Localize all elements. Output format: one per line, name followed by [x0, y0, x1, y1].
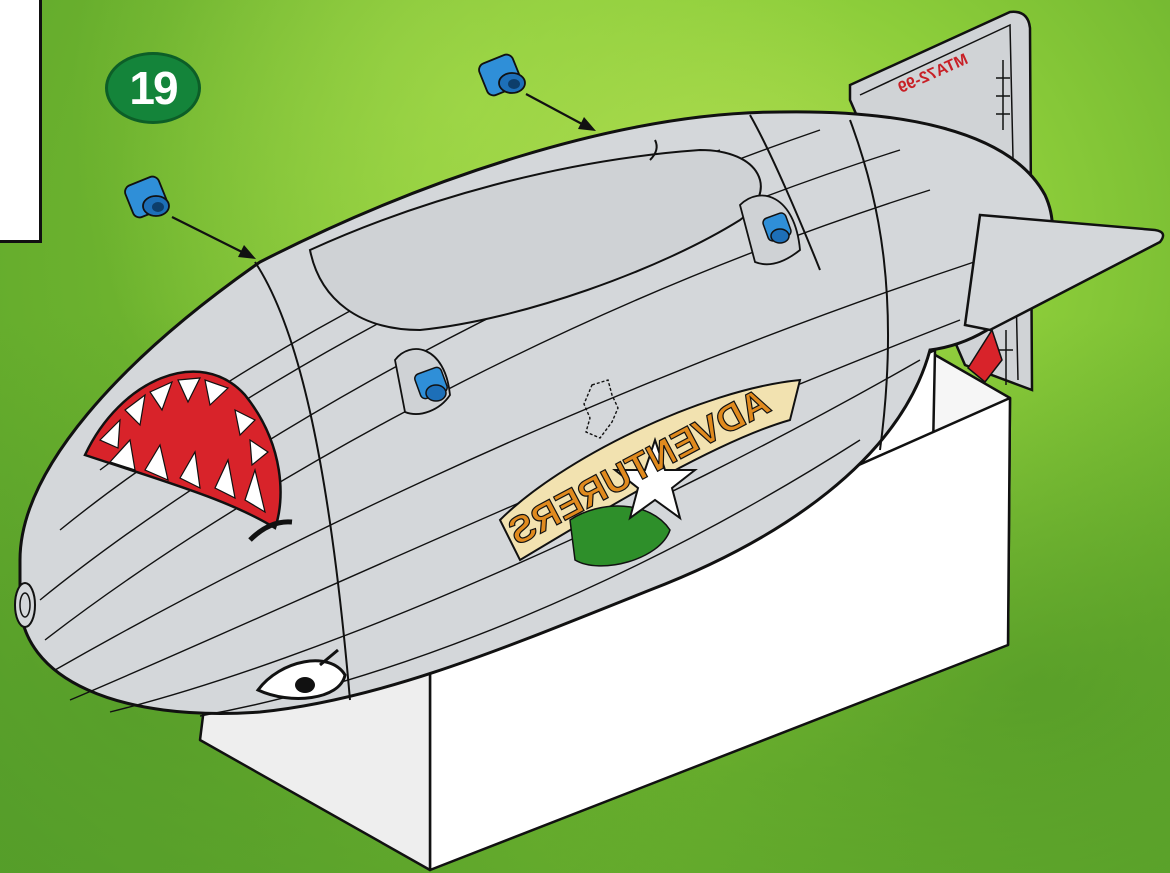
side-stabilizer [963, 213, 1165, 332]
step-number: 19 [129, 62, 178, 114]
new-part-right [478, 53, 526, 97]
new-part-left [124, 175, 170, 219]
hatch-outline [583, 379, 619, 439]
shark-mouth-decal [83, 370, 293, 542]
insert-arrow-right [525, 93, 596, 131]
shark-eye-decal [255, 648, 347, 700]
tail-logo-decal [967, 328, 1003, 384]
insert-arrow-left [171, 216, 256, 259]
installed-part-front [394, 348, 451, 415]
step-number-badge: 19 [105, 52, 201, 124]
previous-step-panel [0, 0, 42, 243]
installed-part-rear [738, 194, 801, 266]
airship-hull [14, 110, 1054, 717]
